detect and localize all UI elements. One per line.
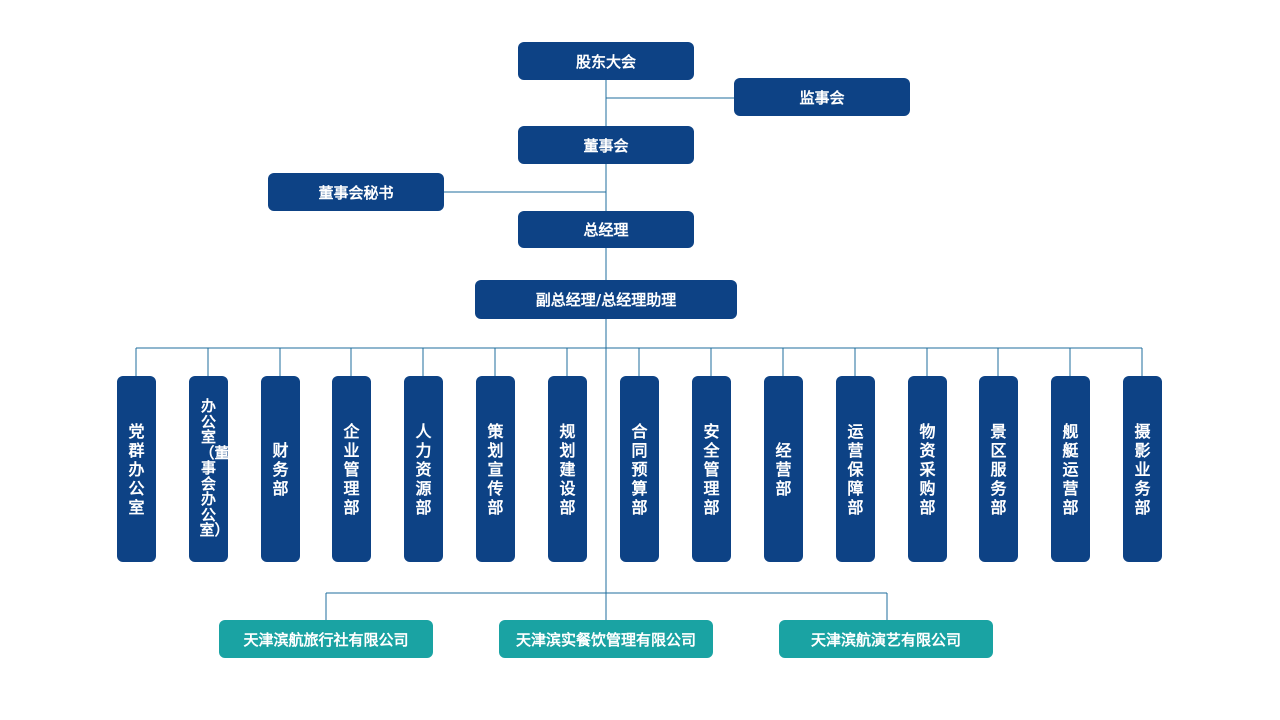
department-label: 人力资源部 xyxy=(415,421,432,517)
department-box: 人力资源部 xyxy=(404,376,443,562)
department-box: 景区服务部 xyxy=(979,376,1018,562)
department-box: 舰艇运营部 xyxy=(1051,376,1090,562)
department-label: 舰艇运营部 xyxy=(1062,421,1079,517)
department-label: 规划建设部 xyxy=(559,421,576,517)
department-label: 办公室（董事会办公室） xyxy=(199,397,229,540)
shareholders-box: 股东大会 xyxy=(518,42,694,80)
department-box: 合同预算部 xyxy=(620,376,659,562)
subsidiary-box: 天津滨航演艺有限公司 xyxy=(779,620,993,658)
department-label: 安全管理部 xyxy=(703,421,720,517)
board-box: 董事会 xyxy=(518,126,694,164)
subsidiary-label: 天津滨航旅行社有限公司 xyxy=(243,630,409,649)
department-box: 规划建设部 xyxy=(548,376,587,562)
department-label: 财务部 xyxy=(272,440,289,498)
department-label: 物资采购部 xyxy=(919,421,936,517)
general-manager-box: 总经理 xyxy=(518,211,694,248)
supervisors-label: 监事会 xyxy=(799,88,845,107)
department-label: 景区服务部 xyxy=(990,421,1007,517)
department-label: 策划宣传部 xyxy=(487,421,504,517)
deputy-label: 副总经理/总经理助理 xyxy=(535,291,677,309)
subsidiary-box: 天津滨航旅行社有限公司 xyxy=(219,620,433,658)
department-box: 物资采购部 xyxy=(908,376,947,562)
department-box: 摄影业务部 xyxy=(1123,376,1162,562)
department-label: 运营保障部 xyxy=(847,421,864,517)
general-manager-label: 总经理 xyxy=(583,221,629,239)
subsidiary-label: 天津滨航演艺有限公司 xyxy=(810,630,961,649)
department-box: 财务部 xyxy=(261,376,300,562)
shareholders-label: 股东大会 xyxy=(575,52,636,71)
department-label: 企业管理部 xyxy=(343,421,360,517)
subsidiary-label: 天津滨实餐饮管理有限公司 xyxy=(515,630,696,649)
department-box: 安全管理部 xyxy=(692,376,731,562)
subsidiary-box: 天津滨实餐饮管理有限公司 xyxy=(499,620,713,658)
department-box: 企业管理部 xyxy=(332,376,371,562)
board-secretary-box: 董事会秘书 xyxy=(268,173,444,211)
department-box: 经营部 xyxy=(764,376,803,562)
department-box: 办公室（董事会办公室） xyxy=(189,376,228,562)
department-label: 经营部 xyxy=(775,440,792,498)
board-label: 董事会 xyxy=(583,136,629,155)
department-label: 摄影业务部 xyxy=(1134,421,1151,517)
supervisors-box: 监事会 xyxy=(734,78,910,116)
board-secretary-label: 董事会秘书 xyxy=(318,183,394,202)
department-box: 策划宣传部 xyxy=(476,376,515,562)
deputy-box: 副总经理/总经理助理 xyxy=(475,280,737,319)
department-label: 合同预算部 xyxy=(631,421,648,517)
department-box: 党群办公室 xyxy=(117,376,156,562)
department-label: 党群办公室 xyxy=(128,421,145,517)
department-box: 运营保障部 xyxy=(836,376,875,562)
